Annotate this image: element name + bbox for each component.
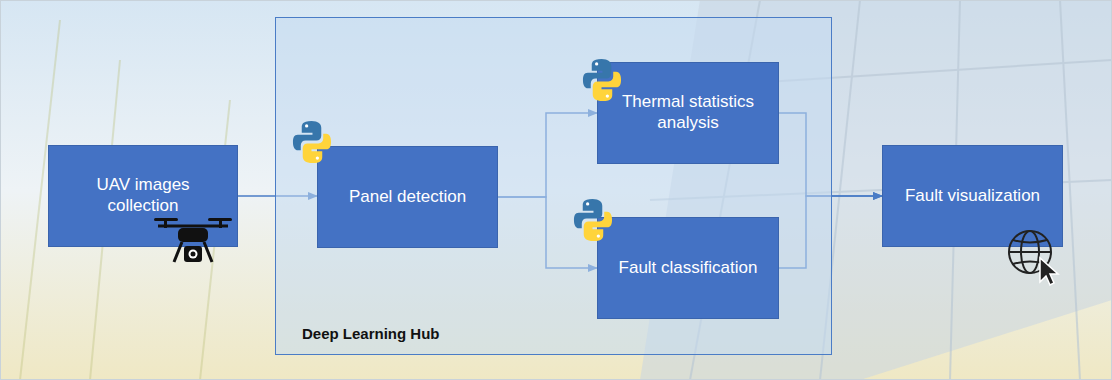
process-box: Fault visualization bbox=[882, 145, 1063, 247]
group-region: Deep Learning Hub Panel detection Thermal … bbox=[275, 17, 832, 355]
box-label: Thermal statistics analysis bbox=[610, 92, 766, 133]
process-box: Fault classification bbox=[597, 217, 779, 319]
process-box: Panel detection bbox=[317, 146, 498, 248]
python-logo bbox=[583, 59, 621, 101]
box-label: UAV images collection bbox=[61, 175, 225, 216]
drone-icon bbox=[154, 218, 232, 262]
web-globe-icon bbox=[1009, 231, 1058, 285]
group-label: Deep Learning Hub bbox=[302, 325, 440, 342]
python-logo bbox=[574, 199, 612, 241]
box-label: Fault visualization bbox=[905, 186, 1040, 207]
box-label: Panel detection bbox=[349, 187, 466, 208]
python-logo bbox=[293, 121, 331, 163]
process-box: UAV images collection bbox=[48, 145, 238, 247]
process-box: Thermal statistics analysis bbox=[597, 62, 779, 164]
box-label: Fault classification bbox=[619, 258, 758, 279]
